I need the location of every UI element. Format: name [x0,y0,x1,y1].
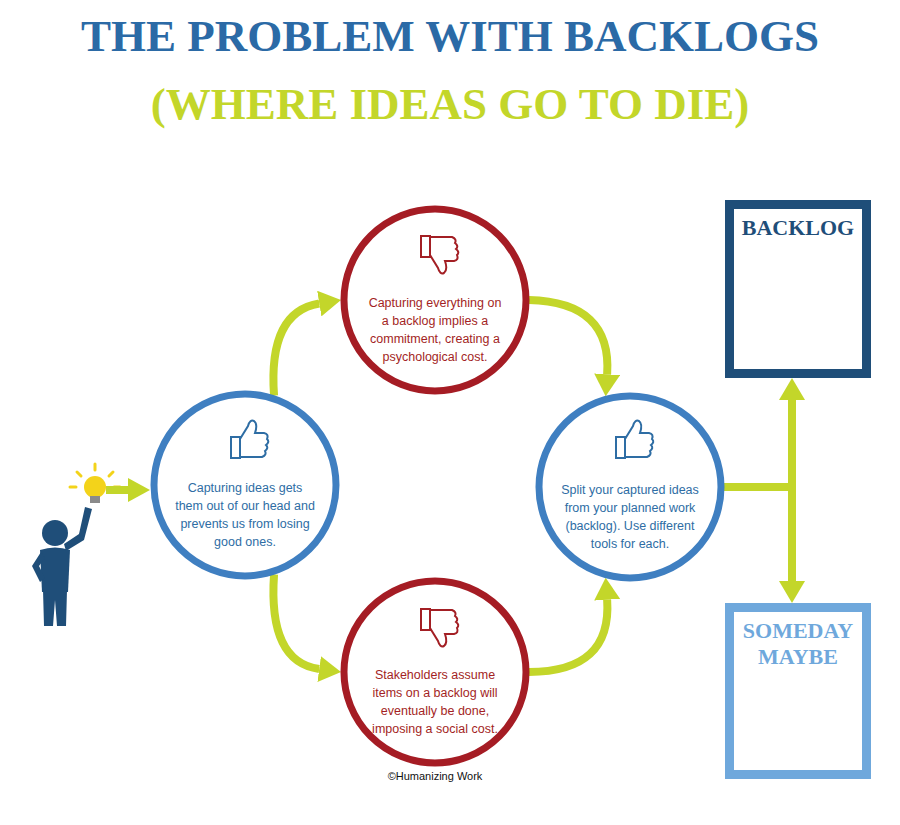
thumb-down-icon [421,609,458,646]
idea-arrow [106,478,150,502]
circle-outline [344,209,526,391]
con-circle: Capturing everything on a backlog implie… [340,205,530,395]
circle-text: Split your captured ideas from your plan… [560,481,700,554]
box-title: BACKLOG [738,209,858,241]
flow-arrow [724,487,792,581]
title-text: THE PROBLEM WITH BACKLOGS [0,12,900,62]
circle-outline [154,394,336,576]
con-circle: Stakeholders assume items on a backlog w… [340,577,530,767]
circle-outline [539,396,721,578]
circle-text: Capturing ideas gets them out of our hea… [175,479,315,552]
flow-arrow [724,400,792,487]
thumb-up-icon [231,421,268,458]
circle-text: Capturing everything on a backlog implie… [365,294,505,367]
someday-box: SOMEDAY MAYBE [725,603,871,779]
pro-circle: Capturing ideas gets them out of our hea… [150,390,340,580]
lightbulb-icon [70,464,120,503]
copyright-note: ©Humanizing Work [370,770,500,783]
subtitle-text: (WHERE IDEAS GO TO DIE) [0,80,900,130]
flow-arrow [273,304,319,396]
pro-circle: Split your captured ideas from your plan… [535,392,725,582]
flow-arrow [529,600,607,672]
backlog-box: BACKLOG [725,200,871,378]
flow-arrow [273,574,319,669]
circle-text: Stakeholders assume items on a backlog w… [365,666,505,739]
thumb-up-icon [616,421,653,458]
flow-arrow [529,300,607,374]
thumb-down-icon [421,236,458,273]
circle-outline [344,581,526,763]
box-title: SOMEDAY MAYBE [738,612,858,671]
person-figure [32,507,92,626]
